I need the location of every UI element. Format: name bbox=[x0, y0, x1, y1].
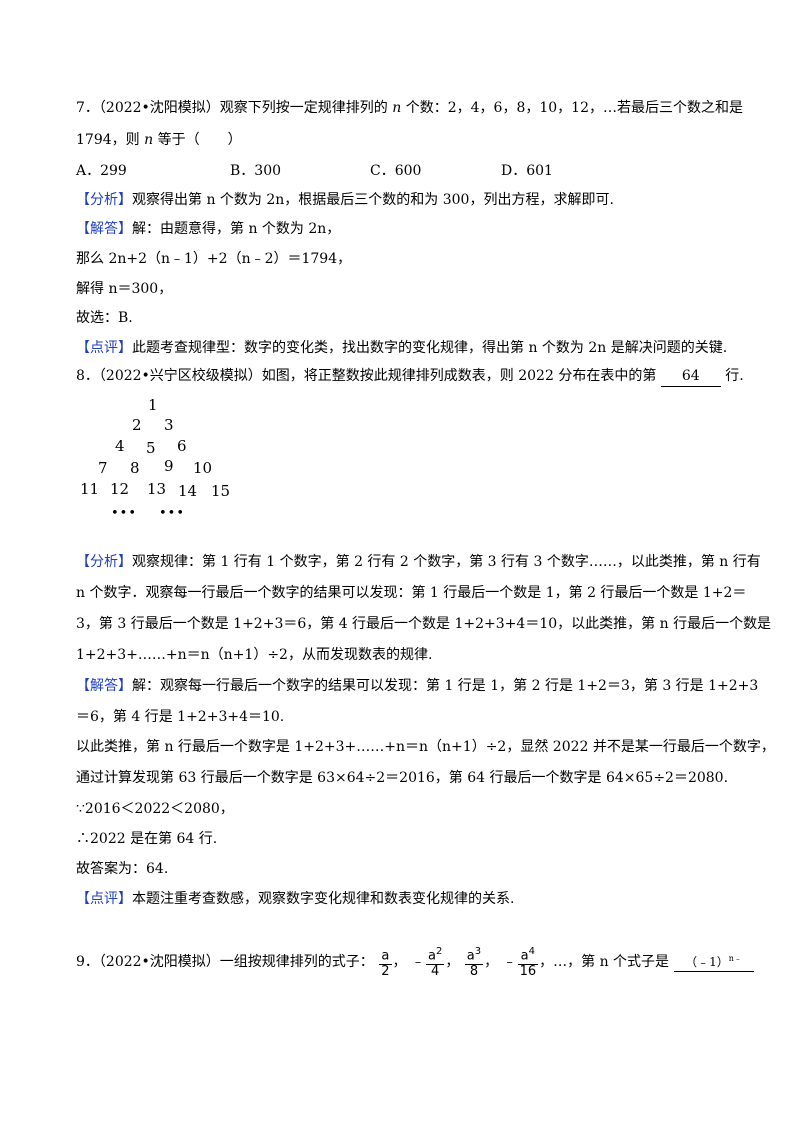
q8-solution-1: 【解答】解：观察每一行最后一个数字的结果可以发现：第 1 行是 1，第 2 行是… bbox=[76, 678, 759, 694]
q8-solution-3: 以此类推，第 n 行最后一个数字是 1+2+3+……+n＝n（n+1）÷2，显然… bbox=[76, 739, 775, 755]
triangle-number: 10 bbox=[193, 459, 213, 477]
q8-analysis-1: 【分析】观察规律：第 1 行有 1 个数字，第 2 行有 2 个数字，第 3 行… bbox=[76, 554, 761, 570]
option-c: C．600 bbox=[370, 163, 422, 179]
triangle-number: 2 bbox=[132, 416, 142, 434]
triangle-number: 8 bbox=[130, 459, 140, 477]
q8-analysis-3: 3，第 3 行最后一个数是 1+2+3＝6，第 4 行最后一个数是 1+2+3+… bbox=[76, 616, 772, 632]
triangle-number: 15 bbox=[211, 482, 231, 500]
q9-answer-blank: （﹣1）n﹣ bbox=[673, 950, 754, 972]
q8-stem: 8．（2022•兴宁区校级模拟）如图，将正整数按此规律排列成数表，则 2022 … bbox=[76, 366, 744, 387]
triangle-number: 7 bbox=[98, 459, 108, 477]
fraction: a3 8 bbox=[464, 946, 484, 979]
q8-analysis-4: 1+2+3+……+n＝n（n+1）÷2，从而发现数表的规律. bbox=[76, 647, 433, 663]
comment-tag: 【点评】 bbox=[76, 891, 132, 907]
fraction: a2 4 bbox=[425, 946, 445, 979]
option-b: B．300 bbox=[230, 163, 282, 179]
triangle-number: 5 bbox=[146, 439, 156, 457]
triangle-number: 4 bbox=[115, 437, 125, 455]
q7-solution-2: 那么 2n+2（n﹣1）+2（n﹣2）＝1794， bbox=[76, 251, 352, 267]
q7-solution-1: 【解答】解：由题意得，第 n 个数为 2n， bbox=[76, 221, 341, 237]
solution-tag: 【解答】 bbox=[76, 678, 132, 694]
option-a: A．299 bbox=[76, 163, 127, 179]
q8-analysis-2: n 个数字．观察每一行最后一个数字的结果可以发现：第 1 行最后一个数是 1，第… bbox=[76, 585, 747, 601]
q7-solution-3: 解得 n＝300， bbox=[76, 281, 173, 297]
q8-solution-2: ＝6，第 4 行是 1+2+3+4＝10. bbox=[76, 709, 285, 725]
triangle-number: 3 bbox=[164, 416, 174, 434]
analysis-tag: 【分析】 bbox=[76, 554, 132, 570]
q8-solution-5: ∵2016＜2022＜2080， bbox=[76, 801, 234, 817]
q7-solution-4: 故选：B. bbox=[76, 310, 133, 326]
q8-solution-6: ∴2022 是在第 64 行. bbox=[76, 831, 218, 847]
q8-answer-blank: 64 bbox=[660, 366, 721, 387]
fraction: a4 16 bbox=[517, 946, 539, 979]
q8-solution-4: 通过计算发现第 63 行最后一个数字是 63×64÷2＝2016，第 64 行最… bbox=[76, 770, 729, 786]
triangle-number: 11 bbox=[80, 480, 100, 498]
q7-stem-line1: 7．（2022•沈阳模拟）观察下列按一定规律排列的 n 个数：2，4，6，8，1… bbox=[76, 100, 743, 116]
triangle-number: 6 bbox=[177, 437, 187, 455]
triangle-number: 13 bbox=[147, 480, 167, 498]
q8-comment: 【点评】本题注重考查数感，观察数字变化规律和数表变化规律的关系. bbox=[76, 891, 515, 907]
q8-solution-7: 故答案为：64. bbox=[76, 861, 169, 877]
q7-comment: 【点评】此题考查规律型：数字的变化类，找出数字的变化规律，得出第 n 个数为 2… bbox=[76, 340, 728, 356]
triangle-number: 14 bbox=[178, 482, 198, 500]
option-d: D．601 bbox=[501, 163, 553, 179]
fraction: a 2 bbox=[379, 945, 392, 978]
q7-stem-line2: 1794，则 n 等于（ ） bbox=[76, 132, 242, 148]
triangle-number: 1 bbox=[148, 396, 158, 414]
triangle-number: 9 bbox=[164, 457, 174, 475]
solution-tag: 【解答】 bbox=[76, 221, 132, 237]
ellipsis-dots: ••• bbox=[159, 506, 186, 521]
q9-stem: 9．（2022•沈阳模拟）一组按规律排列的式子： a 2 ， ﹣ a2 4 ， … bbox=[76, 942, 754, 982]
comment-tag: 【点评】 bbox=[76, 340, 132, 356]
ellipsis-dots: ••• bbox=[111, 506, 138, 521]
q7-analysis: 【分析】观察得出第 n 个数为 2n，根据最后三个数的和为 300，列出方程，求… bbox=[76, 192, 614, 208]
triangle-number: 12 bbox=[110, 480, 130, 498]
analysis-tag: 【分析】 bbox=[76, 192, 132, 208]
